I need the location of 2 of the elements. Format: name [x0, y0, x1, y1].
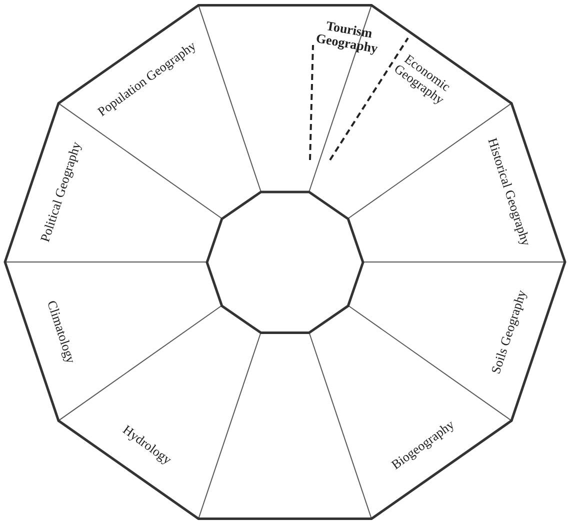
segment-label: Tourism Geography	[311, 16, 385, 58]
center-decagon	[206, 190, 364, 334]
